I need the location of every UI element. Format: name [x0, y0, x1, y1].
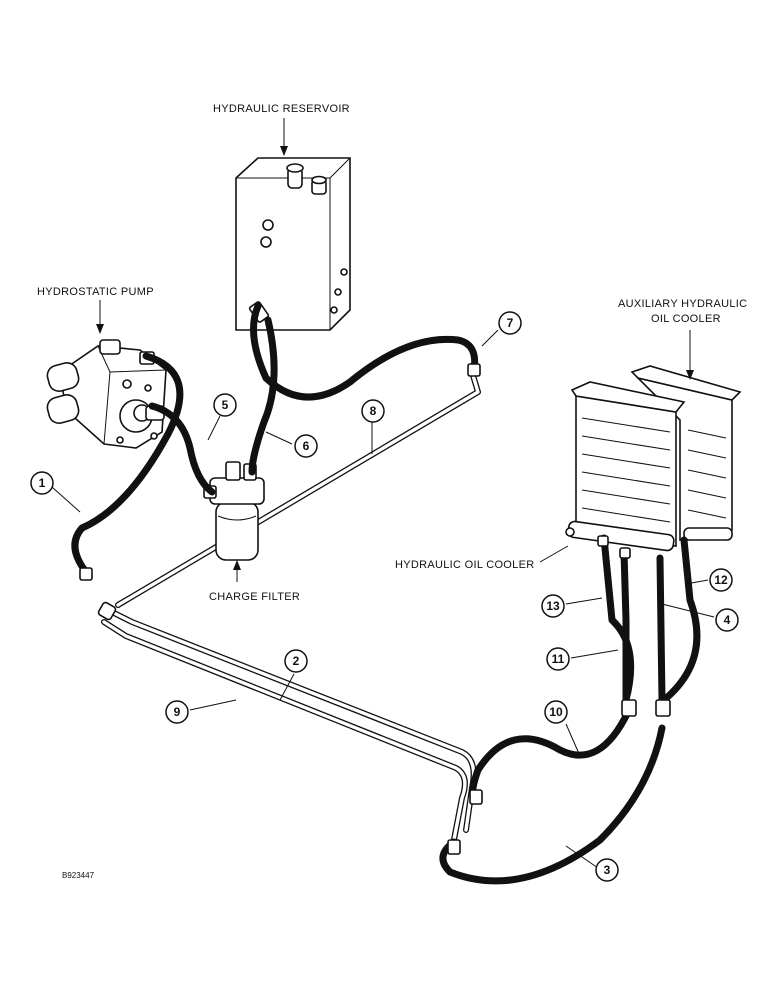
callout-9-text: 9 [174, 705, 181, 719]
callout-4-text: 4 [724, 613, 731, 627]
callout-2-text: 2 [293, 654, 300, 668]
leaders [51, 118, 715, 869]
hose-11 [620, 548, 630, 704]
callout-11: 11 [546, 647, 570, 671]
hose-5 [148, 402, 216, 496]
hose-3 [439, 724, 666, 885]
hydrostatic-pump [46, 339, 167, 449]
hose-12 [660, 536, 701, 704]
hose-4 [656, 554, 666, 704]
callout-7: 7 [498, 311, 522, 335]
callout-2: 2 [284, 649, 308, 673]
callout-12-text: 12 [714, 573, 728, 587]
callout-6-text: 6 [303, 439, 310, 453]
auxiliary-hydraulic-oil-cooler [630, 365, 742, 541]
tube-9 [101, 619, 468, 853]
callout-4: 4 [715, 608, 739, 632]
label-hydraulic-reservoir: HYDRAULIC RESERVOIR [213, 103, 350, 115]
hose-1 [71, 352, 184, 576]
figure-code: B923447 [62, 871, 95, 880]
label-charge-filter: CHARGE FILTER [209, 591, 300, 603]
callout-11-text: 11 [552, 652, 565, 666]
callout-1: 1 [30, 471, 54, 495]
callout-6: 6 [294, 434, 318, 458]
hose-10 [469, 708, 632, 804]
hydraulic-reservoir [235, 157, 351, 331]
callout-5: 5 [213, 393, 237, 417]
hose-6 [248, 316, 278, 476]
callout-10: 10 [544, 700, 568, 724]
callout-12: 12 [709, 568, 733, 592]
callout-10-text: 10 [549, 705, 563, 719]
label-auxiliary-cooler-line2: OIL COOLER [651, 313, 721, 325]
label-hydrostatic-pump: HYDROSTATIC PUMP [37, 286, 154, 298]
label-hydraulic-oil-cooler: HYDRAULIC OIL COOLER [395, 559, 534, 571]
callout-8-text: 8 [370, 404, 377, 418]
hose-7 [250, 302, 479, 401]
callout-9: 9 [165, 700, 189, 724]
callout-8: 8 [361, 399, 385, 423]
tube-2 [105, 607, 477, 833]
callout-5-text: 5 [222, 398, 229, 412]
callout-13-text: 13 [546, 599, 560, 613]
callout-13: 13 [541, 594, 565, 618]
callout-3-text: 3 [604, 863, 611, 877]
charge-filter [203, 461, 265, 561]
hydraulic-oil-cooler [565, 381, 686, 552]
callout-1-text: 1 [39, 476, 46, 490]
fittings [79, 363, 671, 855]
label-auxiliary-cooler-line1: AUXILIARY HYDRAULIC [618, 298, 747, 310]
callout-3: 3 [595, 858, 619, 882]
callout-7-text: 7 [507, 316, 514, 330]
